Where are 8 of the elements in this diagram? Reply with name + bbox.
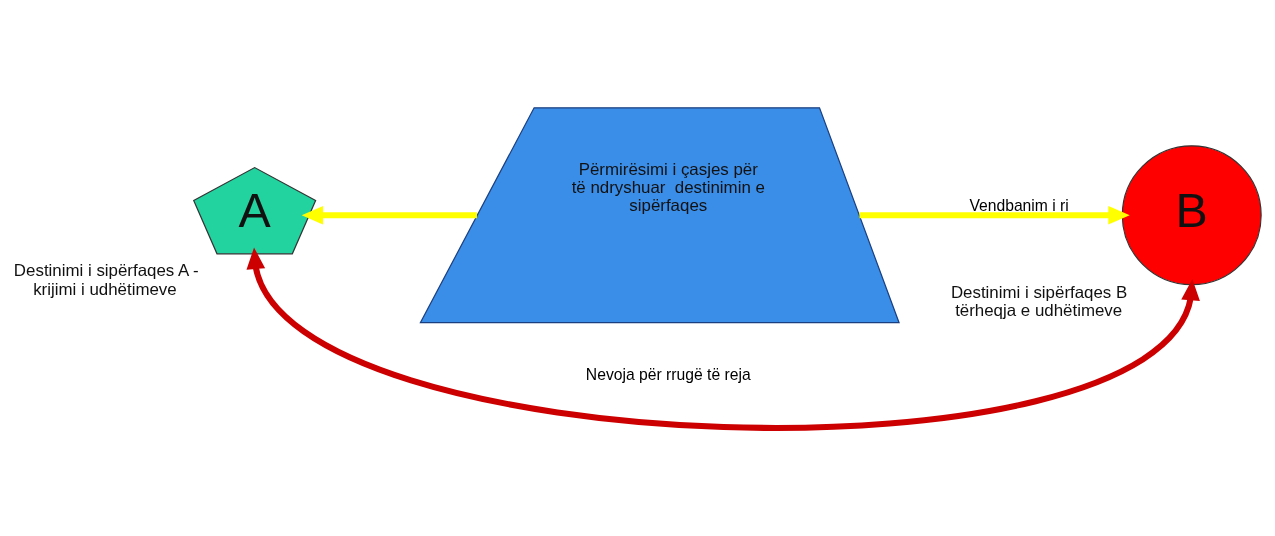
edge-label: Vendbanim i ri	[969, 196, 1069, 214]
node-circle: B	[1121, 145, 1262, 286]
arrow	[246, 247, 1200, 431]
arrow	[859, 205, 1130, 225]
node-label: Destinimi i sipërfaqes A - krijimi i udhëtimeve	[13, 261, 199, 299]
node-label: Destinimi i sipërfaqes B tërheqja e udhëtimeve	[950, 283, 1128, 321]
arrow	[301, 205, 477, 225]
edge-label: Nevoja për rrugë të reja	[585, 365, 751, 383]
